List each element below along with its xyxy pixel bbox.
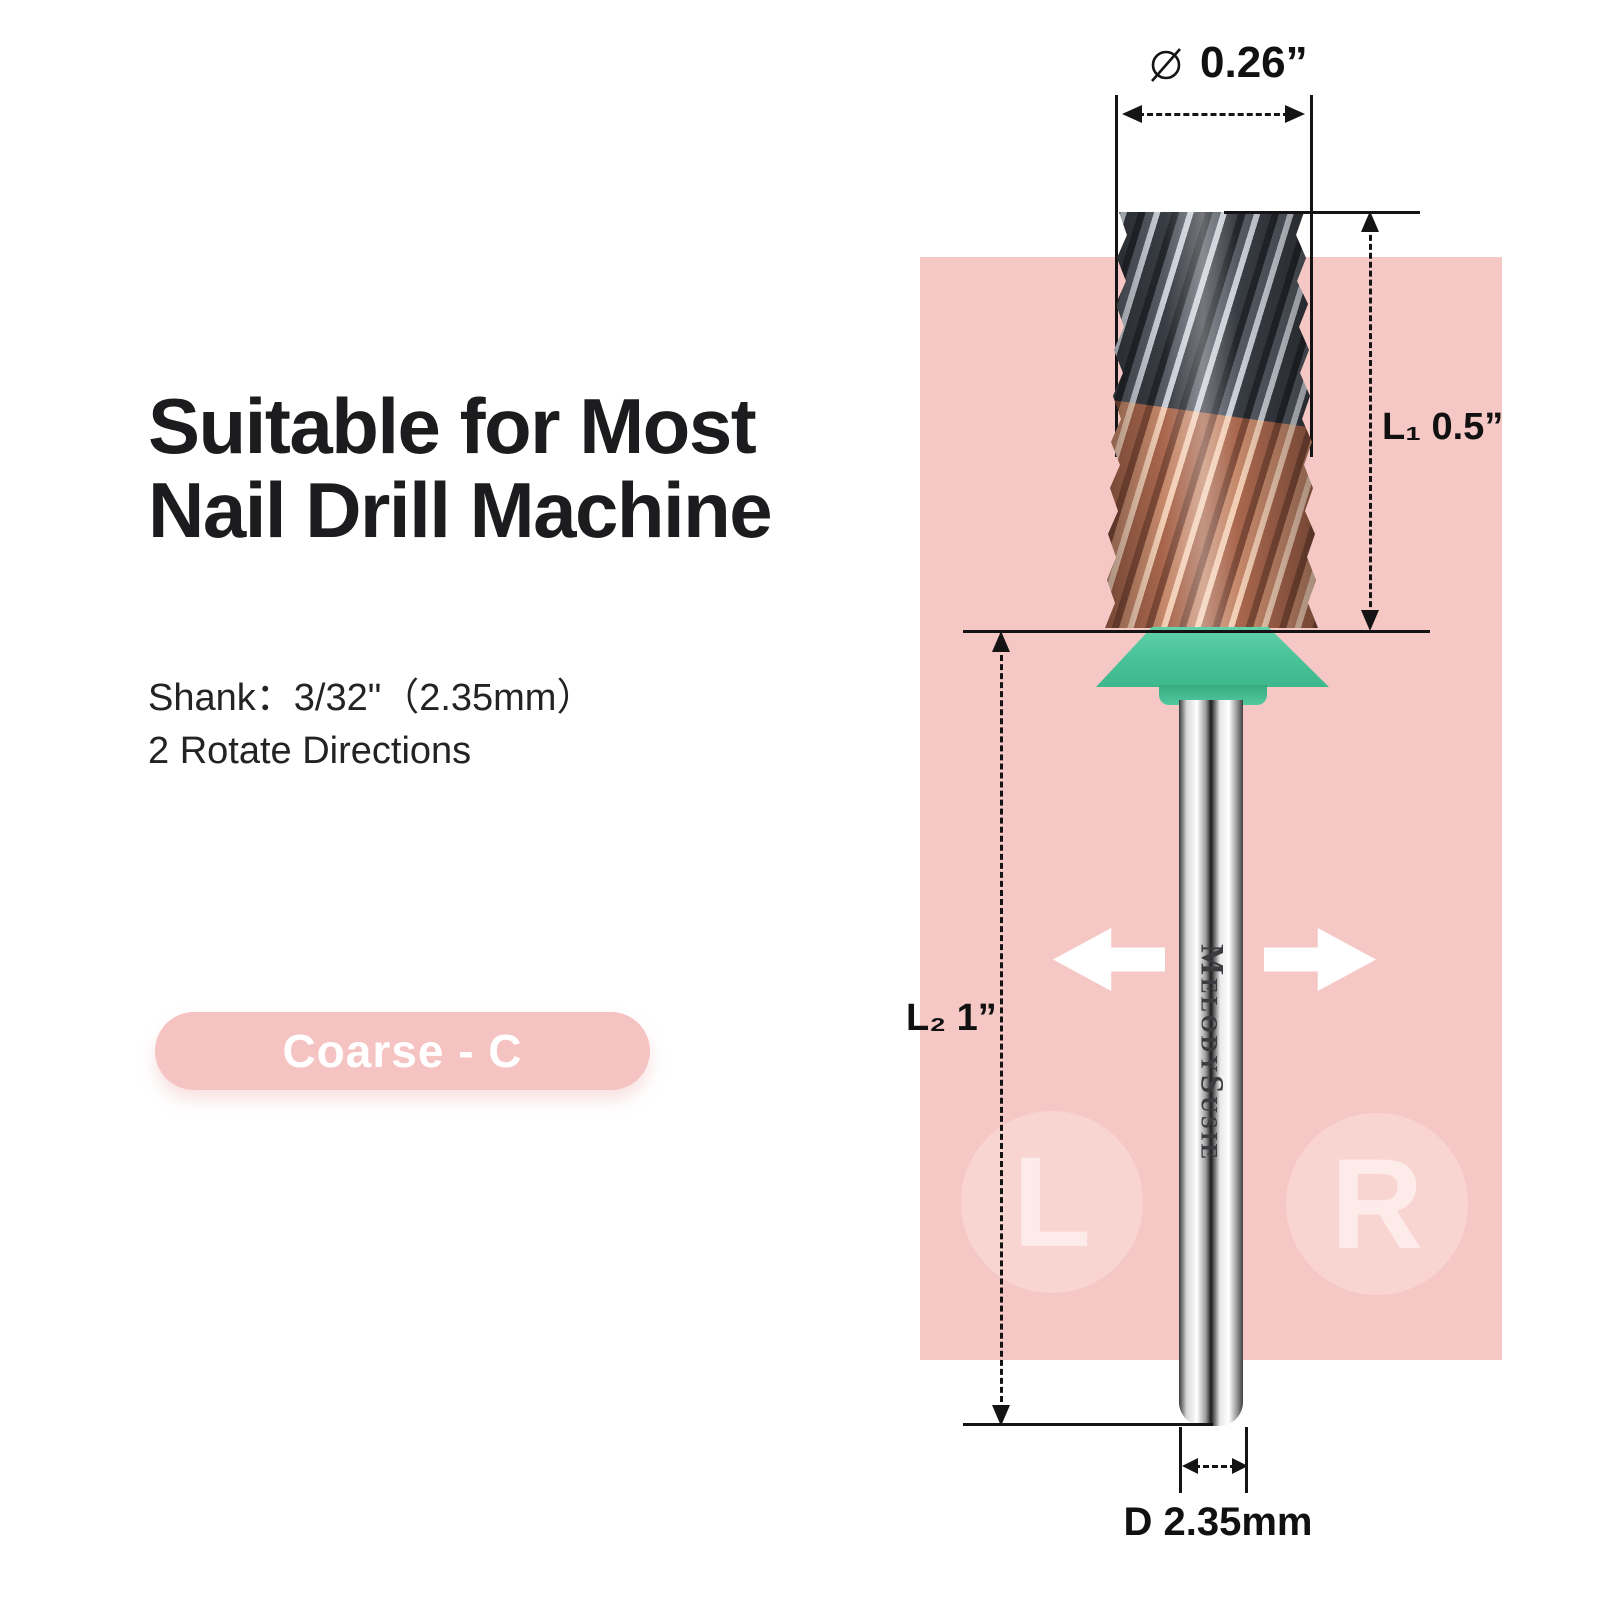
grit-badge-label: Coarse - C [282, 1025, 523, 1077]
diameter-icon [1151, 48, 1181, 82]
arrowhead-down-icon [1361, 610, 1379, 631]
metal-sheen [1105, 212, 1318, 628]
d-extension-line-left [1179, 1427, 1182, 1493]
rotate-left-circle: L [961, 1111, 1143, 1293]
shank-bottom-line [963, 1423, 1213, 1426]
rotate-directions-text: 2 Rotate Directions [148, 730, 472, 772]
brand-engraving: MelodySusie [1193, 944, 1230, 1162]
title-line-1: Suitable for Most [148, 382, 757, 470]
arrowhead-up-icon [992, 631, 1010, 652]
arrowhead-left-icon [1182, 1458, 1198, 1474]
arrowhead-down-icon [992, 1405, 1010, 1426]
rotate-right-letter: R [1330, 1132, 1424, 1276]
arrowhead-right-icon [1285, 105, 1305, 123]
l1-top-line [1224, 211, 1420, 214]
l1-dimension-arrow [1361, 211, 1381, 631]
rotate-right-circle: R [1286, 1113, 1468, 1295]
head-diameter-value: 0.26” [1200, 38, 1308, 87]
dashed-line [1194, 1465, 1236, 1468]
diameter-dimension-arrow [1122, 103, 1305, 125]
arrowhead-up-icon [1361, 211, 1379, 232]
extension-line-left [1115, 95, 1118, 457]
grit-badge: Coarse - C [155, 1012, 650, 1090]
shank-spec-text: Shank：3/32"（2.35mm） [148, 677, 595, 719]
l2-dimension-arrow [992, 631, 1012, 1426]
dashed-line [1000, 646, 1003, 1411]
rotate-left-letter: L [1012, 1130, 1092, 1274]
steel-flutes [1105, 212, 1318, 429]
head-diameter-label: 0.26” [1146, 38, 1308, 88]
shank-length-label: L₂ 1” [906, 997, 997, 1039]
drill-bit-head [1105, 212, 1318, 628]
arrowhead-right-icon [1232, 1458, 1248, 1474]
dashed-line [1369, 226, 1372, 616]
page-title: Suitable for Most Nail Drill Machine [148, 382, 773, 554]
title-line-2: Nail Drill Machine [148, 466, 773, 554]
d-dimension-arrow [1182, 1456, 1248, 1478]
arrowhead-left-icon [1122, 105, 1142, 123]
drill-bit-shank: MelodySusie [1179, 700, 1243, 1426]
dashed-line [1138, 113, 1289, 116]
extension-line-right [1310, 95, 1313, 457]
head-length-label: L₁ 0.5” [1382, 406, 1504, 448]
shank-diameter-label: D 2.35mm [1123, 1500, 1313, 1544]
collar-top-line [963, 630, 1430, 633]
